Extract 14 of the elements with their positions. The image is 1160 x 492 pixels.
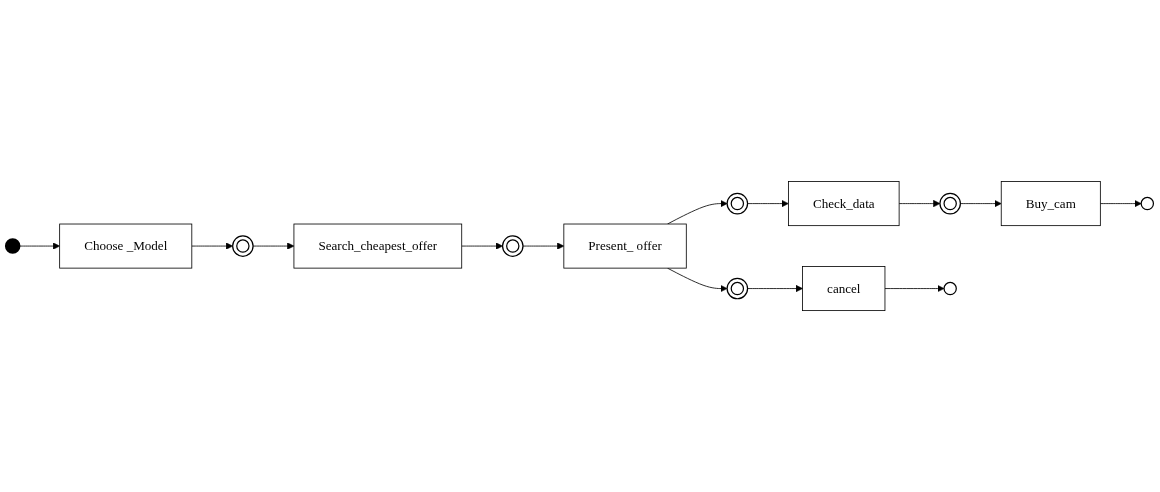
node-box: Present_ offer: [563, 223, 687, 269]
node-circle: [232, 235, 254, 257]
node-circle: [726, 277, 749, 300]
node-box: Choose _Model: [59, 223, 193, 269]
node-circle: [501, 235, 524, 257]
node-circle: [943, 281, 957, 296]
node-circle: [726, 192, 749, 215]
node-box: Search_cheapest_offer: [293, 223, 463, 269]
node-box: cancel: [802, 266, 886, 311]
node-box: Buy_cam: [1000, 181, 1101, 226]
node-box: Check_data: [788, 181, 900, 226]
node-circle: [939, 192, 961, 215]
node-circle: [1140, 196, 1155, 211]
node-circle: [4, 238, 21, 254]
